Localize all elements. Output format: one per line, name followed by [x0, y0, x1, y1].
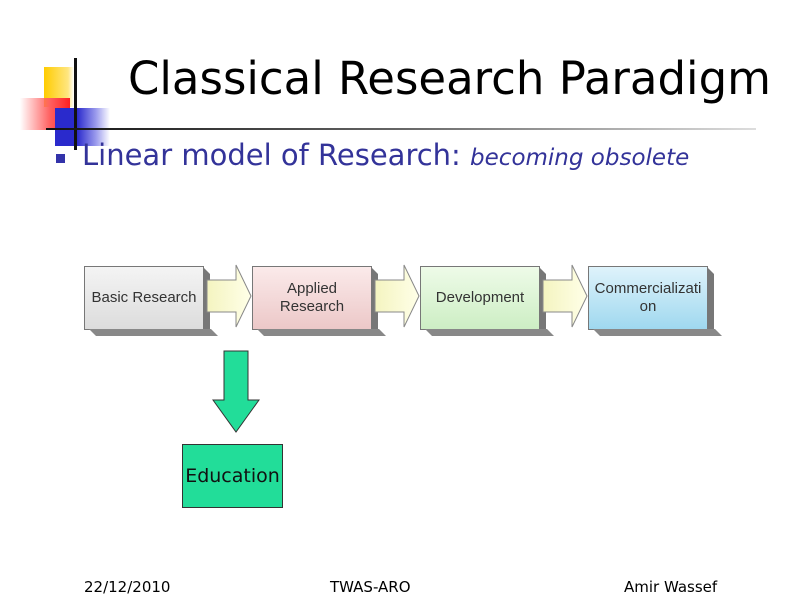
- stage-basic-research: Basic Research: [84, 266, 204, 330]
- stage-applied-research: Applied Research: [252, 266, 372, 330]
- stage-label: Basic Research: [91, 289, 197, 306]
- right-arrow-icon: [542, 264, 588, 328]
- stage-label: Development: [435, 289, 525, 306]
- bullet-note: becoming obsolete: [470, 145, 690, 171]
- right-arrow-icon: [374, 264, 420, 328]
- stage-label: Commercialization: [594, 280, 702, 315]
- stage-label: Applied Research: [279, 280, 345, 315]
- footer-date: 22/12/2010: [84, 578, 171, 596]
- footer-center: TWAS-ARO: [330, 578, 411, 596]
- footer-author: Amir Wassef: [624, 578, 718, 596]
- title-underline: [46, 128, 756, 130]
- bullet-icon: [56, 154, 65, 163]
- logo-vertical-line: [74, 58, 77, 150]
- slide-title: Classical Research Paradigm: [128, 52, 771, 105]
- bullet-text: Linear model of Research: becoming obsol…: [82, 138, 689, 172]
- education-box: Education: [182, 444, 283, 508]
- down-arrow-icon: [212, 350, 260, 433]
- right-arrow-icon: [206, 264, 252, 328]
- bullet-main: Linear model of Research:: [82, 138, 461, 172]
- logo-blue-square: [55, 108, 110, 146]
- stage-development: Development: [420, 266, 540, 330]
- stage-commercialization: Commercialization: [588, 266, 708, 330]
